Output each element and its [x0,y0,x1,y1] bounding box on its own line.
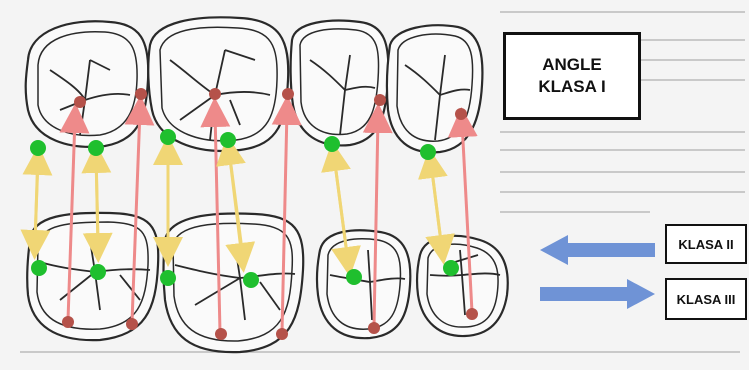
upper-teeth [26,17,483,152]
angle-title-line1: ANGLE [542,54,602,76]
class-two-label: KLASA II [665,224,747,264]
angle-title-line2: KLASA I [538,76,605,98]
class-arrows-blue [540,235,655,309]
angle-class-title-box: ANGLE KLASA I [503,32,641,120]
lower-premolar-1 [317,230,410,338]
right-arrow-icon [540,279,655,309]
class-three-label: KLASA III [665,278,747,320]
left-arrow-icon [540,235,655,265]
